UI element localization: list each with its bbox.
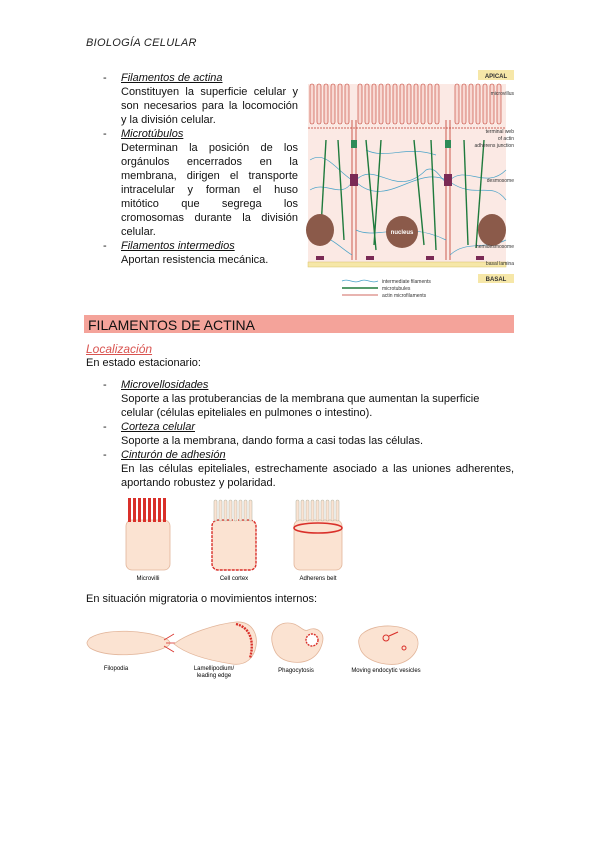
item-text-microtubulos: Determinan la posición de los orgánulos … (121, 142, 298, 238)
list-item: - Microvellosidades Soporte a las protub… (103, 378, 514, 420)
legend-microtubules: microtubules (382, 286, 411, 292)
list-dash: - (103, 449, 107, 461)
hemidesmosomes (316, 256, 484, 260)
cell-cortex-cell (211, 499, 257, 571)
cytoskeleton-figure: APICAL (306, 70, 515, 299)
label-filopodia: Filopodia (104, 666, 129, 672)
basal-label: BASAL (486, 277, 507, 283)
list-dash: - (103, 421, 107, 433)
list-item: - Filamentos intermedios Aportan resiste… (103, 239, 298, 267)
label-of-actin: of actin (498, 136, 514, 142)
label-terminal-web: terminal web (486, 129, 515, 135)
label-lamellipodium: Lamellipodium/ (194, 666, 235, 672)
item-title-corteza: Corteza celular (121, 421, 195, 433)
list-item: - Microtúbulos Determinan la posición de… (103, 127, 298, 239)
legend-swatch-intermediate (341, 279, 379, 283)
item-text-actina: Constituyen la superficie celular y son … (121, 86, 298, 126)
migratoria-text: En situación migratoria o movimientos in… (86, 593, 318, 605)
section-title: FILAMENTOS DE ACTINA (88, 317, 255, 333)
item-text-intermedios: Aportan resistencia mecánica. (121, 254, 269, 266)
item-title-microtubulos: Microtúbulos (121, 128, 184, 140)
label-adherens-belt: Adherens belt (299, 576, 336, 582)
migration-figure: Filopodia Lamellipodium/ leading edge Ph… (86, 621, 421, 679)
apical-label: APICAL (485, 74, 508, 80)
section-bar (84, 315, 514, 333)
label-hemidesmosome: hemidesmosome (476, 244, 514, 250)
endocytic-vesicles-cell (358, 625, 419, 665)
item-text-corteza: Soporte a la membrana, dando forma a cas… (121, 435, 424, 447)
adherens-belt-cell (293, 499, 343, 571)
label-microvilli: Microvilli (137, 576, 160, 582)
label-endocytic-vesicles: Moving endocytic vesicles (351, 668, 420, 674)
list-dash: - (103, 128, 107, 140)
list-dash: - (103, 72, 107, 84)
localizacion-title: Localización (86, 342, 153, 356)
phagocytosis-cell (271, 622, 324, 663)
microtubules (319, 139, 485, 251)
label-desmosome: desmosome (487, 178, 514, 184)
lamellipodium-cell (173, 621, 257, 665)
label-microvillus: microvillus (491, 91, 515, 97)
localizacion-list: - Microvellosidades Soporte a las protub… (103, 378, 514, 490)
basal-lamina (307, 261, 507, 268)
list-dash: - (103, 379, 107, 391)
apical-band (478, 70, 514, 80)
intro-list: - Filamentos de actina Constituyen la su… (103, 71, 298, 267)
list-item: - Corteza celular Soporte a la membrana,… (103, 420, 514, 448)
filopodia-cell (86, 630, 178, 656)
list-item: - Filamentos de actina Constituyen la su… (103, 71, 298, 127)
nucleus-left (306, 214, 334, 246)
basal-band (478, 274, 514, 283)
item-title-cinturon: Cinturón de adhesión (121, 449, 226, 461)
label-leading-edge: leading edge (197, 673, 232, 679)
localizacion-intro: En estado estacionario: (86, 357, 201, 369)
page-header: BIOLOGÍA CELULAR (86, 37, 197, 49)
nucleus-right (478, 214, 506, 246)
nucleus-label: nucleus (391, 230, 414, 236)
label-cell-cortex: Cell cortex (220, 576, 248, 582)
microvilli-cell (125, 498, 171, 571)
list-dash: - (103, 240, 107, 252)
item-text-microvellosidades: Soporte a las protuberancias de la membr… (121, 393, 480, 419)
desmosomes (350, 174, 452, 186)
item-text-cinturon: En las células epiteliales, estrechament… (121, 463, 514, 489)
label-phagocytosis: Phagocytosis (278, 668, 314, 674)
item-title-intermedios: Filamentos intermedios (121, 240, 235, 252)
legend-actin: actin microfilaments (382, 293, 427, 299)
actin-location-figure: Microvilli Cell cortex Adherens belt (125, 498, 343, 582)
item-title-microvellosidades: Microvellosidades (121, 379, 209, 391)
microvilli (309, 83, 502, 125)
label-basal-lamina: basal lamina (486, 261, 514, 267)
label-adherens-junction: adherens junction (475, 143, 515, 149)
legend-intermediate: intermediate filaments (382, 279, 431, 285)
adherens-junctions (351, 140, 451, 148)
figure1-legend: intermediate filaments microtubules acti… (341, 279, 431, 299)
item-title-actina: Filamentos de actina (121, 72, 223, 84)
nucleus-center (386, 216, 418, 248)
list-item: - Cinturón de adhesión En las células ep… (103, 448, 514, 490)
